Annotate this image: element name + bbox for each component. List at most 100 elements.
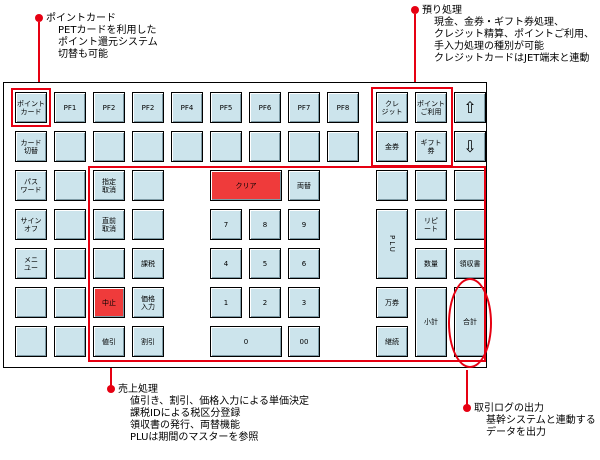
blank-key[interactable] — [249, 131, 281, 162]
point-card-marker — [35, 14, 43, 22]
receipt-key[interactable]: 領収書 — [454, 248, 486, 279]
credit-key[interactable]: クレ ジット — [376, 92, 408, 123]
digit-2-key[interactable]: 2 — [249, 287, 281, 318]
blank-key[interactable] — [171, 131, 203, 162]
sales-highlight — [88, 166, 486, 362]
sales-line: PLUは期間のマスターを参照 — [130, 432, 259, 443]
blank-key[interactable] — [93, 131, 125, 162]
pos-keyboard: ポイント カード PF1 PF2 PF2 PF4 PF5 PF6 PF7 PF8… — [3, 82, 492, 368]
blank-key[interactable] — [415, 170, 447, 201]
sales-title: 売上処理 — [118, 384, 158, 395]
stop-key[interactable]: 中止 — [93, 287, 125, 318]
digit-0-key[interactable]: 0 — [210, 326, 282, 357]
blank-key[interactable] — [54, 248, 86, 279]
deposit-line: 手入力処理の種別が可能 — [434, 41, 544, 52]
sales-annotation: 売上処理 値引き、割引、価格入力による単価決定 課税IDによる税区分登録 領収書… — [118, 384, 309, 444]
point-card-highlight — [11, 88, 51, 127]
blank-key[interactable] — [15, 326, 47, 357]
deposit-leader — [414, 14, 416, 86]
discount-amount-key[interactable]: 値引 — [93, 326, 125, 357]
repeat-key[interactable]: リピ ート — [415, 209, 447, 240]
digit-6-key[interactable]: 6 — [288, 248, 320, 279]
point-card-line: 切替も可能 — [58, 49, 108, 60]
exchange-key[interactable]: 両替 — [288, 170, 320, 201]
log-leader — [466, 370, 468, 406]
digit-5-key[interactable]: 5 — [249, 248, 281, 279]
blank-key[interactable] — [376, 170, 408, 201]
pf1-key[interactable]: PF1 — [54, 92, 86, 123]
point-card-leader — [38, 22, 40, 90]
pf3-key[interactable]: PF2 — [132, 92, 164, 123]
discount-rate-key[interactable]: 割引 — [132, 326, 164, 357]
down-arrow-key[interactable]: ⇩ — [454, 131, 486, 162]
log-marker — [463, 404, 471, 412]
continue-key[interactable]: 継続 — [376, 326, 408, 357]
sales-leader — [110, 357, 112, 387]
pf5-key[interactable]: PF5 — [210, 92, 242, 123]
blank-key[interactable] — [327, 131, 359, 162]
double-zero-key[interactable]: 00 — [288, 326, 320, 357]
sales-line: 値引き、割引、価格入力による単価決定 — [130, 396, 309, 407]
blank-key[interactable] — [54, 209, 86, 240]
log-highlight — [448, 278, 492, 368]
pf6-key[interactable]: PF6 — [249, 92, 281, 123]
blank-key[interactable] — [93, 248, 125, 279]
digit-8-key[interactable]: 8 — [249, 209, 281, 240]
log-annotation: 取引ログの出力 基幹システムと連動する データを出力 — [474, 403, 596, 439]
password-key[interactable]: パス ワード — [15, 170, 47, 201]
blank-key[interactable] — [54, 287, 86, 318]
digit-4-key[interactable]: 4 — [210, 248, 242, 279]
subtotal-key[interactable]: 小計 — [415, 287, 447, 357]
sales-line: 課税IDによる税区分登録 — [130, 408, 241, 419]
designate-cancel-key[interactable]: 指定 取消 — [93, 170, 125, 201]
pf2-key[interactable]: PF2 — [93, 92, 125, 123]
prev-cancel-key[interactable]: 直前 取消 — [93, 209, 125, 240]
point-card-key[interactable]: ポイント カード — [15, 92, 47, 123]
pf7-key[interactable]: PF7 — [288, 92, 320, 123]
deposit-line: クレジット精算、ポイントご利用、 — [434, 29, 594, 40]
digit-7-key[interactable]: 7 — [210, 209, 242, 240]
digit-1-key[interactable]: 1 — [210, 287, 242, 318]
blank-key[interactable] — [288, 131, 320, 162]
sales-marker — [107, 385, 115, 393]
pf4-key[interactable]: PF4 — [171, 92, 203, 123]
digit-3-key[interactable]: 3 — [288, 287, 320, 318]
blank-key[interactable] — [454, 209, 486, 240]
gift-key[interactable]: ギフト 券 — [415, 131, 447, 162]
blank-key[interactable] — [54, 131, 86, 162]
blank-key[interactable] — [132, 131, 164, 162]
blank-key[interactable] — [15, 287, 47, 318]
quantity-key[interactable]: 数量 — [415, 248, 447, 279]
deposit-annotation: 預り処理 現金、金券・ギフト券処理、 クレジット精算、ポイントご利用、 手入力処… — [422, 5, 594, 65]
point-card-title: ポイントカード — [46, 13, 116, 24]
tax-key[interactable]: 課税 — [132, 248, 164, 279]
log-line: 基幹システムと連動する — [486, 415, 596, 426]
deposit-marker — [411, 6, 419, 14]
deposit-line: クレジットカードはJET端末と連動 — [434, 53, 590, 64]
point-card-line: PETカードを利用した — [58, 25, 157, 36]
log-title: 取引ログの出力 — [474, 403, 544, 414]
blank-key[interactable] — [54, 170, 86, 201]
blank-key[interactable] — [54, 326, 86, 357]
price-input-key[interactable]: 価格 入力 — [132, 287, 164, 318]
blank-key[interactable] — [132, 209, 164, 240]
blank-key[interactable] — [210, 131, 242, 162]
sales-line: 領収書の発行、両替機能 — [130, 420, 240, 431]
card-switch-key[interactable]: カード 切替 — [15, 131, 47, 162]
voucher-key[interactable]: 金券 — [376, 131, 408, 162]
up-arrow-key[interactable]: ⇧ — [454, 92, 486, 123]
digit-9-key[interactable]: 9 — [288, 209, 320, 240]
menu-key[interactable]: メニ ユー — [15, 248, 47, 279]
blank-key[interactable] — [132, 170, 164, 201]
deposit-line: 現金、金券・ギフト券処理、 — [434, 17, 564, 28]
point-card-line: ポイント還元システム — [58, 37, 158, 48]
plu-key[interactable]: PLU — [376, 209, 408, 279]
deposit-title: 預り処理 — [422, 5, 462, 16]
pf8-key[interactable]: PF8 — [327, 92, 359, 123]
sign-off-key[interactable]: サイン オフ — [15, 209, 47, 240]
log-line: データを出力 — [486, 427, 546, 438]
ten-thousand-key[interactable]: 万券 — [376, 287, 408, 318]
clear-key[interactable]: クリア — [210, 170, 282, 201]
point-card-annotation: ポイントカード PETカードを利用した ポイント還元システム 切替も可能 — [46, 13, 158, 61]
point-use-key[interactable]: ポイント ご利用 — [415, 92, 447, 123]
